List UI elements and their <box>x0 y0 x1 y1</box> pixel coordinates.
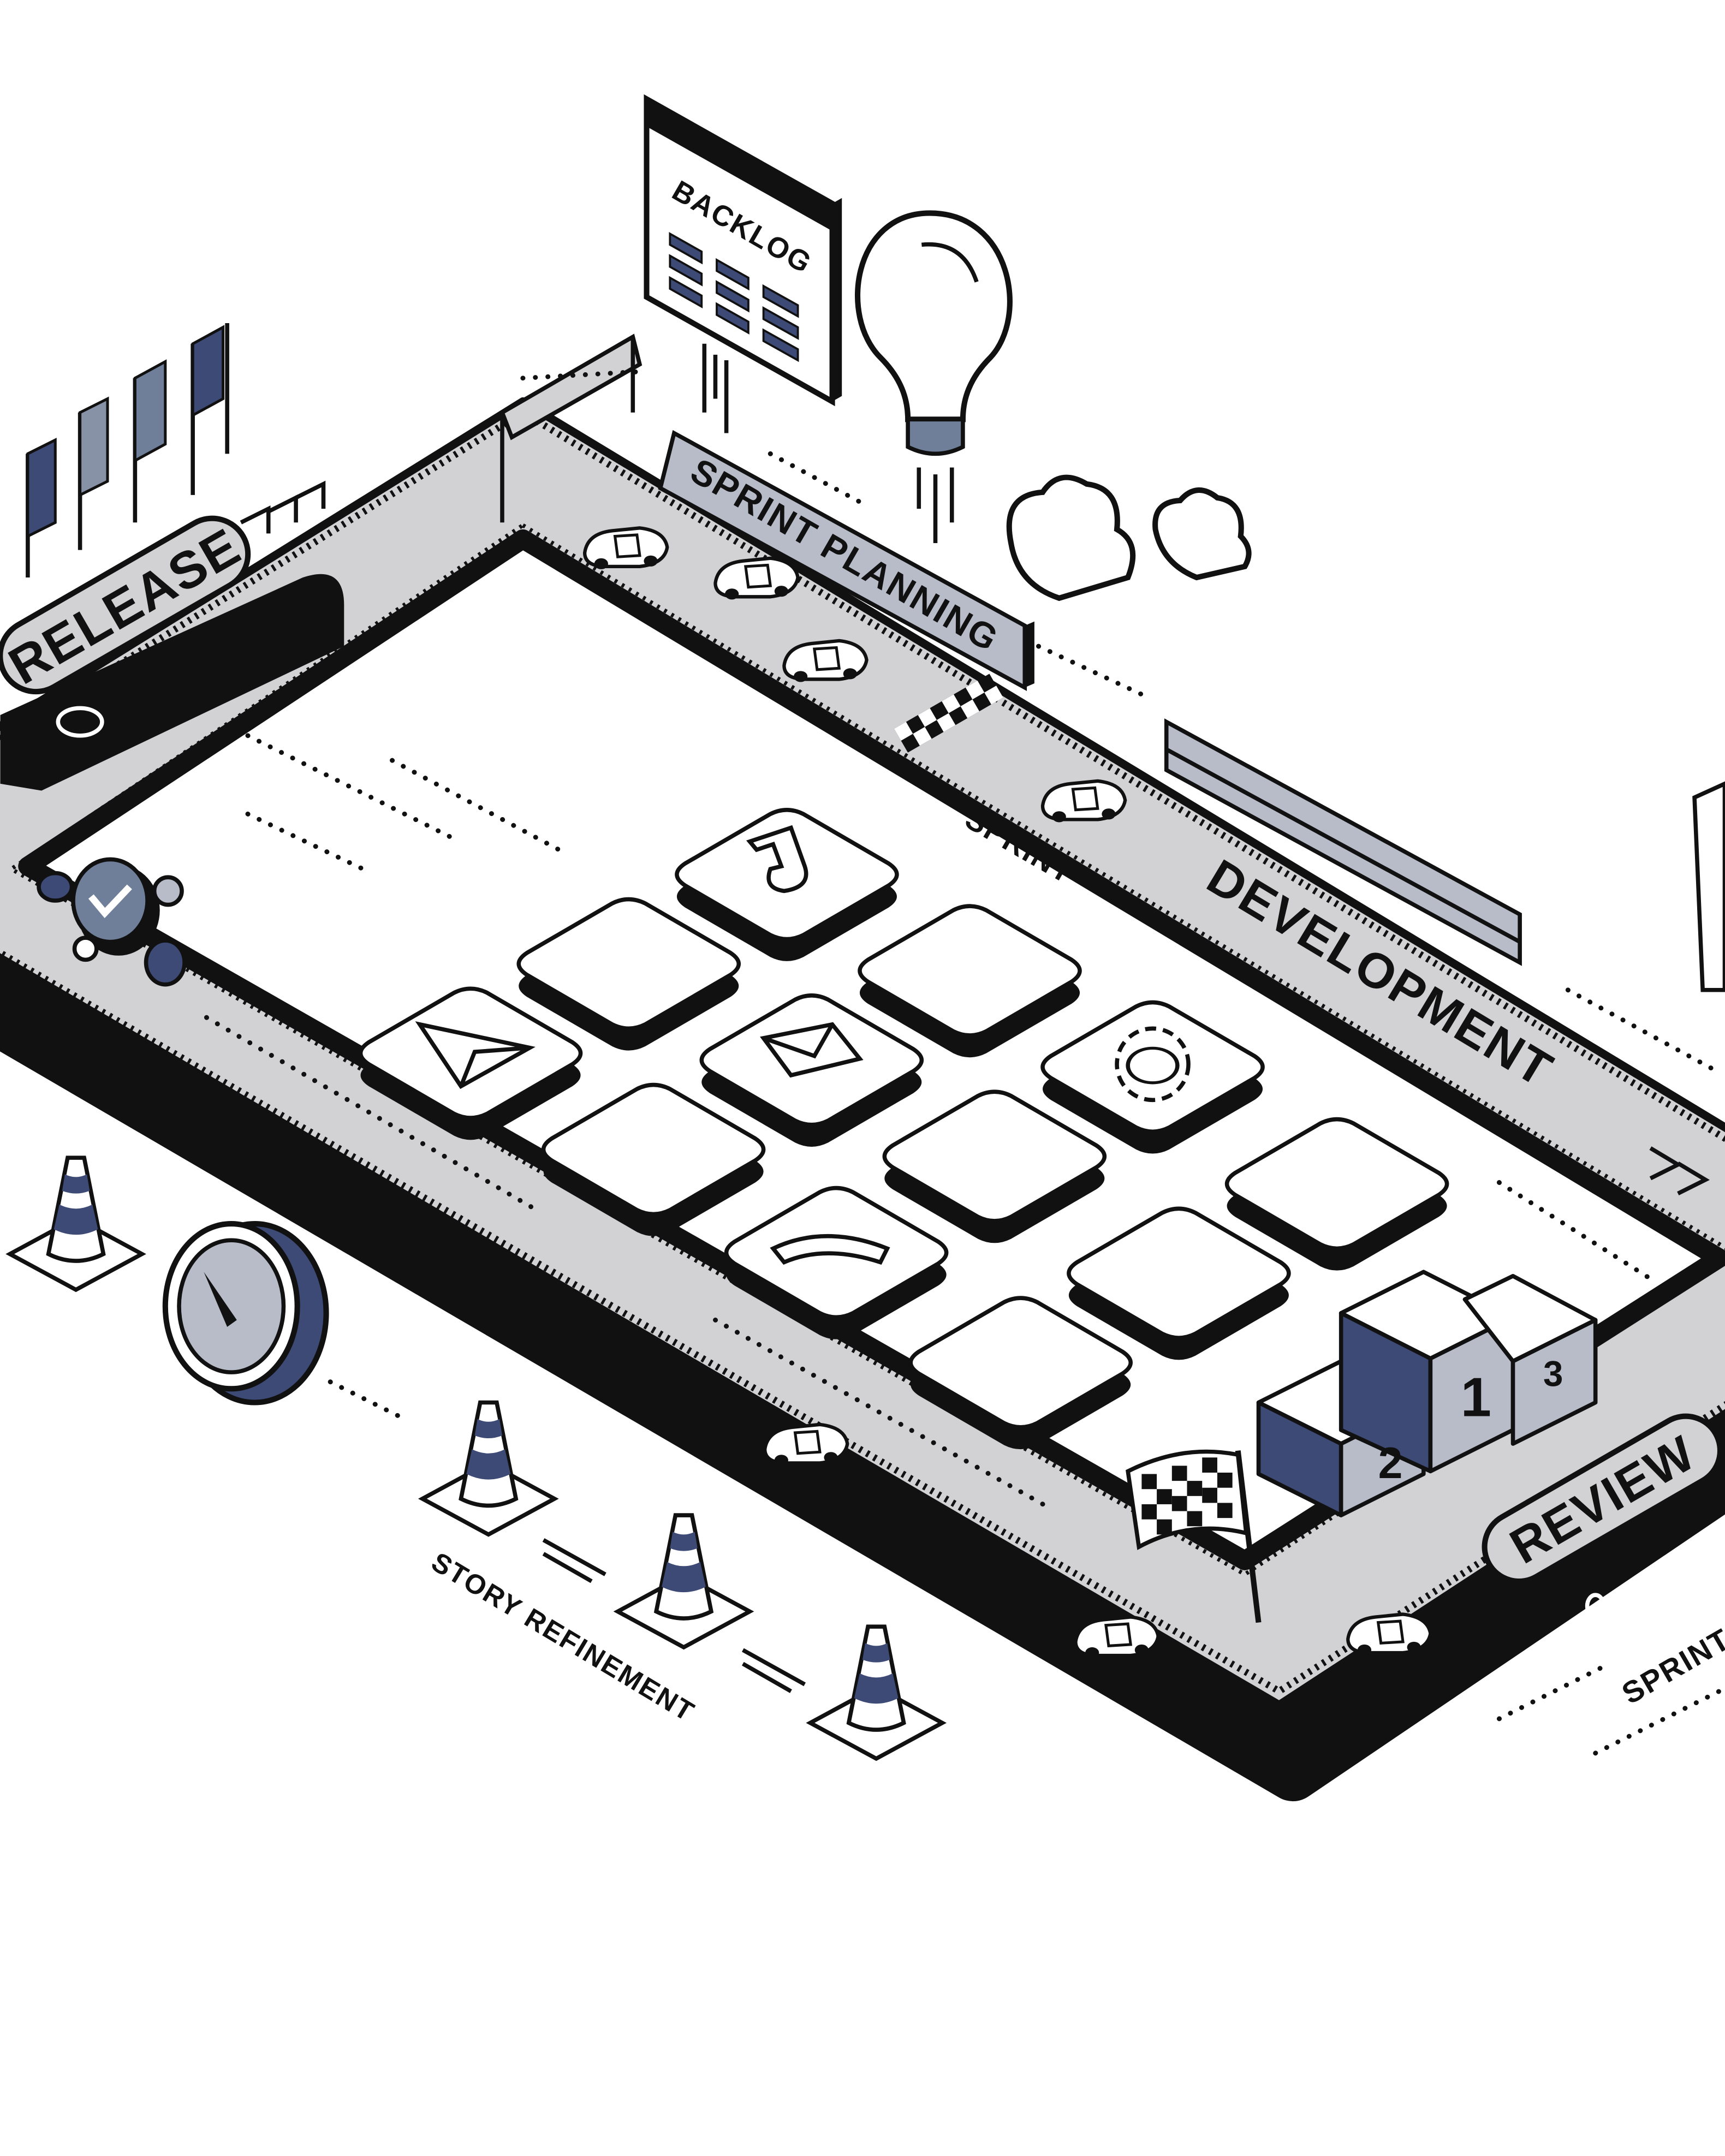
race-car <box>715 558 798 600</box>
gear-icon <box>1115 1026 1191 1103</box>
race-car <box>784 641 866 682</box>
traffic-cone <box>423 1403 555 1535</box>
winners-podium: 1 2 3 <box>1256 1270 1598 1517</box>
phone-icon <box>770 1234 890 1265</box>
traffic-cone <box>810 1627 942 1759</box>
race-car <box>1075 1617 1158 1659</box>
speedometer-icon <box>162 1220 329 1405</box>
mail-icon <box>760 1022 864 1078</box>
race-car <box>765 1425 847 1466</box>
checkered-strip <box>894 674 1003 753</box>
chevrons <box>240 480 1710 1627</box>
race-car <box>585 528 667 569</box>
flags <box>26 323 229 578</box>
light-bulb-icon <box>855 210 1013 544</box>
race-car <box>1043 781 1125 823</box>
checkered-flag <box>1126 1449 1262 1623</box>
approval-check-badge <box>37 857 187 987</box>
backlog-billboard: BACKLOG <box>644 94 842 433</box>
podium-third: 3 <box>1543 1354 1565 1393</box>
check-icon <box>88 884 132 919</box>
music-icon <box>746 825 808 894</box>
podium-first: 1 <box>1461 1367 1493 1428</box>
label-story-refinement: STORY REFINEMENT <box>426 1546 700 1728</box>
race-car <box>1348 1614 1430 1655</box>
traffic-cone <box>10 1158 142 1290</box>
send-icon <box>415 1021 536 1089</box>
barrier <box>1164 718 1522 966</box>
cloud-icon <box>1006 474 1252 601</box>
podium-second: 2 <box>1378 1439 1404 1488</box>
traffic-cone <box>618 1515 750 1647</box>
